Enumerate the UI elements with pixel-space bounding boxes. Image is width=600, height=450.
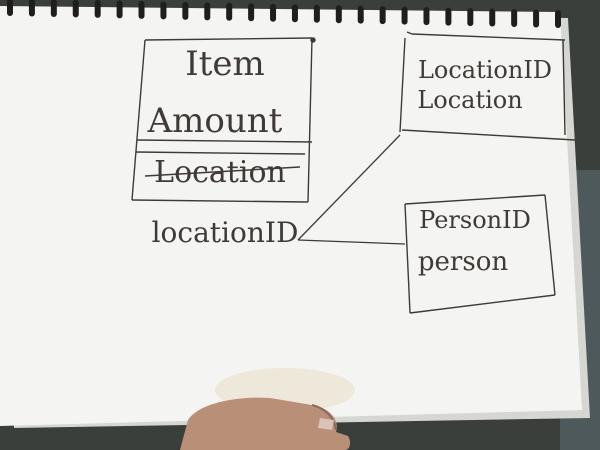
notebook-paper [0,6,582,426]
location-id-label: locationID [152,216,299,249]
item-box-line-2: Amount [147,101,283,141]
spiral-loop [72,0,79,18]
spiral-loop [401,6,408,25]
person-box-line-1: PersonID [419,206,531,234]
spiral-loop [204,2,211,21]
spiral-loop [511,9,518,28]
spiral-loop [489,8,496,27]
spiral-loop [248,3,255,22]
spiral-loop [467,8,474,27]
spiral-loop [182,1,189,20]
spiral-loop [335,5,342,24]
spiral-binding-icon [7,0,561,28]
spiral-loop [270,3,277,22]
spiral-loop [533,9,540,28]
sketch-box-person [404,194,556,314]
person-box-line-2: person [418,247,508,277]
hand-icon [180,368,355,450]
spiral-loop [28,0,35,17]
spiral-loop [116,0,123,19]
spiral-loop [379,6,386,25]
location-box-line-2: Location [417,86,522,114]
spiral-loop [160,1,167,20]
spiral-loop [94,0,101,18]
spiral-loop [50,0,57,17]
item-box-line-1: Item [185,44,264,84]
spiral-loop [423,7,430,26]
spiral-loop [226,2,233,21]
sketch-box-item [131,37,316,203]
spiral-loop [313,4,320,23]
spiral-loop [7,0,13,16]
spiral-loop [138,0,145,19]
connector-lines [297,134,406,245]
spiral-loop [555,10,561,28]
spiral-loop [445,7,452,26]
strikethrough-line [144,166,301,177]
sketch-box-location [399,31,576,141]
spiral-loop [291,4,298,23]
item-box-line-3: Location [154,155,286,190]
spiral-loop [357,5,364,24]
location-box-line-1: LocationID [418,56,552,84]
